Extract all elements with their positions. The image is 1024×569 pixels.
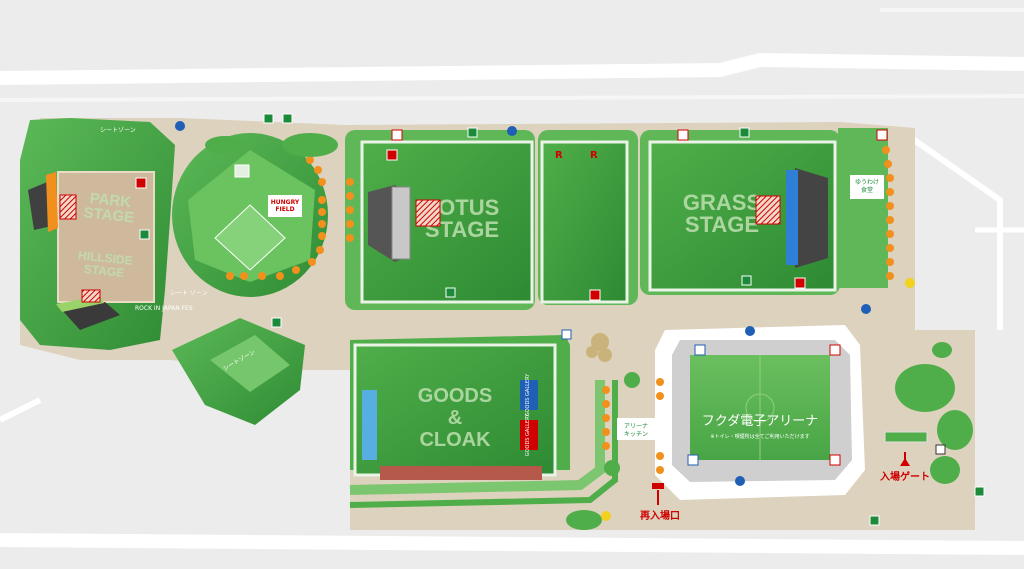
exit-icon (467, 127, 478, 138)
rock-logo-right: R (590, 150, 598, 161)
middle-area: R R (538, 130, 638, 305)
park-stage-fence (59, 194, 77, 220)
smoking-area-icon (601, 511, 611, 521)
toilet-icon (829, 344, 841, 356)
seat-zone-area: シートゾーン シート ゾーン ROCK IN JAPAN FES (135, 290, 305, 425)
exit-icon (271, 317, 282, 328)
goods-cloak-label: GOODS&CLOAK (418, 385, 492, 451)
park-hillside-area: PARKSTAGE HILLSIDESTAGE シートゾーン (20, 118, 175, 350)
roads (0, 8, 1024, 555)
exit-icon (869, 515, 880, 526)
exit-icon (974, 486, 985, 497)
first-aid-icon (589, 289, 601, 301)
exit-icon (263, 113, 274, 124)
reentry-area: 再入場口 (640, 483, 680, 522)
goods-gallery-label-1: GOODS GALLERY (525, 373, 531, 417)
atm-icon (745, 326, 755, 336)
lotus-stage-fence (415, 199, 441, 227)
hillside-stage-label: HILLSIDESTAGE (76, 248, 133, 281)
arena-kitchen-label: アリーナキッチン (624, 423, 648, 438)
atm-icon (861, 304, 871, 314)
goods-cloak-area: GOODS&CLOAK GOODS GALLERY GOODS GALLERY (349, 335, 618, 508)
info-icon (561, 329, 572, 340)
exit-icon (739, 127, 750, 138)
toilet-icon (687, 454, 699, 466)
wheelchair-icon (139, 229, 150, 240)
seat-zone-label-1: シートゾーン (100, 127, 136, 134)
toilet-icon (391, 129, 403, 141)
wheelchair-icon (741, 275, 752, 286)
park-stage-label: PARKSTAGE (83, 189, 137, 226)
atm-icon (735, 476, 745, 486)
trees (586, 333, 612, 362)
first-aid-icon (135, 177, 147, 189)
bushes (205, 133, 952, 530)
food-stands (226, 146, 894, 474)
hillside-stage-fence (81, 289, 101, 303)
wheelchair-icon (445, 287, 456, 298)
rock-in-japan-label: ROCK IN JAPAN FES (135, 305, 193, 312)
rock-logo-left: R (555, 150, 563, 161)
toilet-icon (876, 129, 888, 141)
entrance-area: 入場ゲート (880, 330, 975, 530)
first-aid-icon (794, 277, 806, 289)
arena-name-label: フクダ電子アリーナ (702, 414, 818, 429)
yuuzuke-label: ゆうわけ食堂 (855, 179, 879, 194)
atm-icon (175, 121, 185, 131)
info-icon (935, 444, 946, 455)
right-strip: ゆうわけ食堂 (838, 128, 888, 288)
goods-gallery-label-2: GOODS GALLERY (525, 413, 531, 457)
facility-icons (135, 113, 985, 526)
first-aid-icon (386, 149, 398, 161)
exit-icon (282, 113, 293, 124)
grass-stage-fence (755, 195, 781, 225)
smoking-area-icon (905, 278, 915, 288)
atm-icon (507, 126, 517, 136)
toilet-icon (829, 454, 841, 466)
seat-zone-label-2: シート ゾーン (170, 290, 208, 297)
entrance-gate-label: 入場ゲート (880, 470, 930, 483)
toilet-icon (694, 344, 706, 356)
fukuda-denshi-arena: フクダ電子アリーナ ※トイレ・喫煙所は全てご利用いただけます アリーナキッチン (617, 325, 865, 500)
reentry-label: 再入場口 (640, 509, 680, 522)
hillside-stage-roof (62, 302, 120, 330)
arena-sub-label: ※トイレ・喫煙所は全てご利用いただけます (710, 433, 809, 440)
grass-stage-roof (795, 168, 828, 268)
toilet-icon (677, 129, 689, 141)
